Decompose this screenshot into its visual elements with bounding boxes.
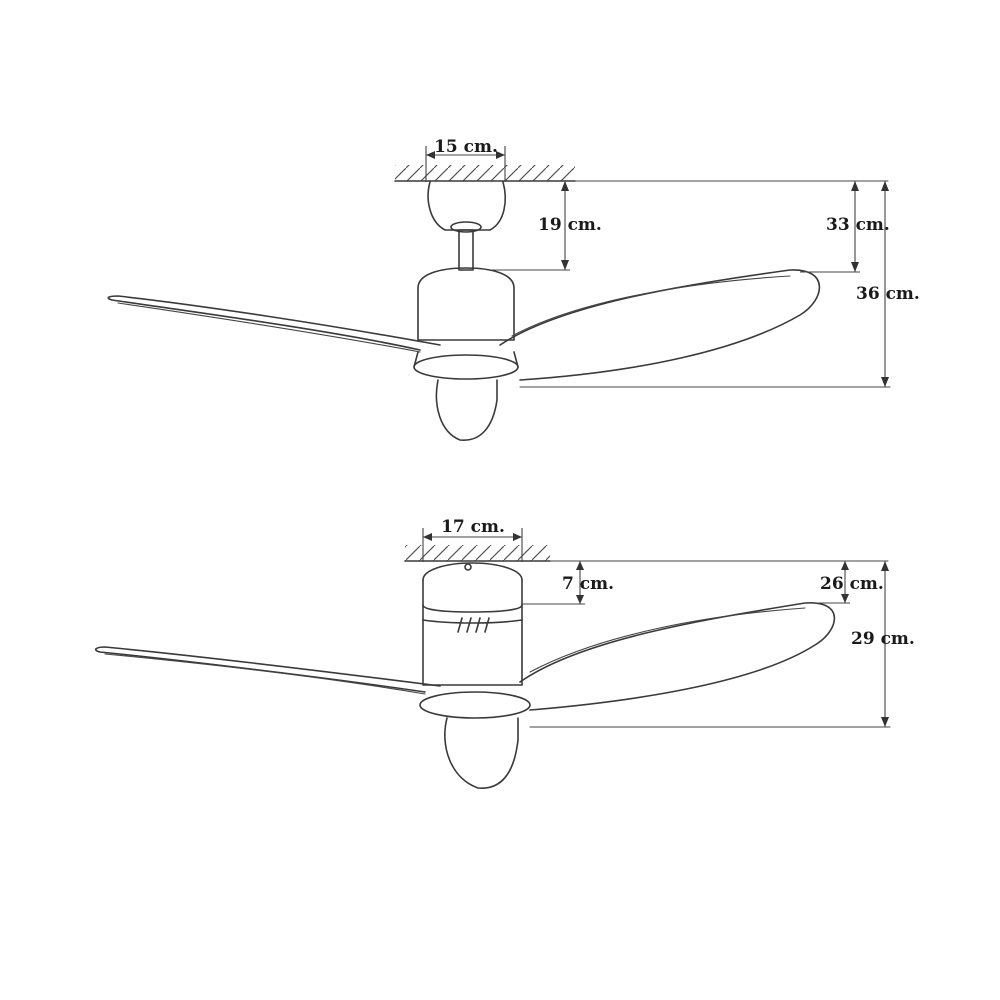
label-canopy-width: 17 cm.	[441, 517, 505, 537]
dim-downrod-drop: 19 cm.	[490, 181, 602, 271]
dim-total-height: 36 cm.	[519, 181, 920, 388]
dim-canopy-width: 17 cm.	[422, 517, 523, 562]
label-total-height: 36 cm.	[856, 284, 920, 304]
light-kit	[435, 379, 498, 441]
right-blade	[519, 602, 836, 711]
fan-body	[94, 562, 836, 789]
right-blade	[499, 269, 821, 381]
label-blade-tip-drop: 33 cm.	[826, 215, 890, 235]
downrod-mount-diagram: 15 cm. 19 cm. 33 cm. 36 cm.	[107, 137, 920, 441]
motor-vents	[457, 617, 490, 633]
fan-body	[107, 181, 821, 441]
label-canopy-drop: 7 cm.	[562, 574, 614, 594]
light-kit	[444, 717, 519, 789]
left-blade	[94, 646, 441, 693]
dim-canopy-width: 15 cm.	[425, 137, 506, 182]
label-blade-tip-drop: 26 cm.	[820, 574, 884, 594]
canopy	[422, 562, 523, 581]
motor-housing	[417, 267, 515, 341]
dim-blade-tip-drop: 33 cm.	[800, 181, 890, 273]
motor-housing	[422, 604, 523, 686]
dim-total-height: 29 cm.	[529, 561, 915, 728]
light-disc	[413, 354, 519, 380]
dim-blade-tip-drop: 26 cm.	[808, 561, 884, 604]
light-disc	[419, 691, 531, 719]
ceiling-hatch	[404, 545, 551, 562]
downrod	[458, 229, 474, 271]
label-total-height: 29 cm.	[851, 629, 915, 649]
left-blade	[107, 295, 441, 351]
ceiling-hatch	[394, 165, 576, 182]
label-downrod-drop: 19 cm.	[538, 215, 602, 235]
dim-canopy-drop: 7 cm.	[522, 561, 614, 605]
flush-mount-diagram: 17 cm. 7 cm. 26 cm. 29 cm.	[94, 517, 915, 789]
label-canopy-width: 15 cm.	[434, 137, 498, 157]
